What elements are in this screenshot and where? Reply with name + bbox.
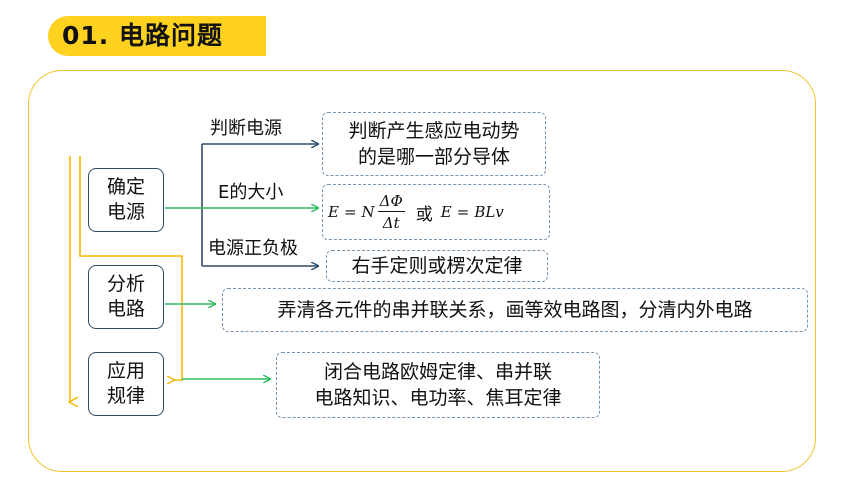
node-analyze-circuit: 分析 电路 [88,265,164,329]
content-frame [28,70,816,472]
emf-formula: E = N ΔΦ Δt 或 E = BLv [328,191,504,232]
result-emf-formula [322,184,550,240]
title-bar: 01. 电路问题 [48,16,266,56]
branch-label-judge: 判断电源 [210,118,282,139]
branch-label-emf: E的大小 [218,182,284,203]
result-judge-source: 判断产生感应电动势 的是哪一部分导体 [322,112,546,176]
result-polarity: 右手定则或楞次定律 [326,250,548,282]
page-title: 01. 电路问题 [62,21,223,50]
node-determine-source: 确定 电源 [88,168,164,232]
fraction: ΔΦ Δt [377,191,405,232]
branch-label-polarity: 电源正负极 [208,238,298,259]
node-apply-laws: 应用 规律 [88,352,164,416]
result-analyze: 弄清各元件的串并联关系，画等效电路图，分清内外电路 [222,288,808,332]
result-apply: 闭合电路欧姆定律、串并联 电路知识、电功率、焦耳定律 [276,352,600,418]
return-flow-arrow [79,156,183,380]
